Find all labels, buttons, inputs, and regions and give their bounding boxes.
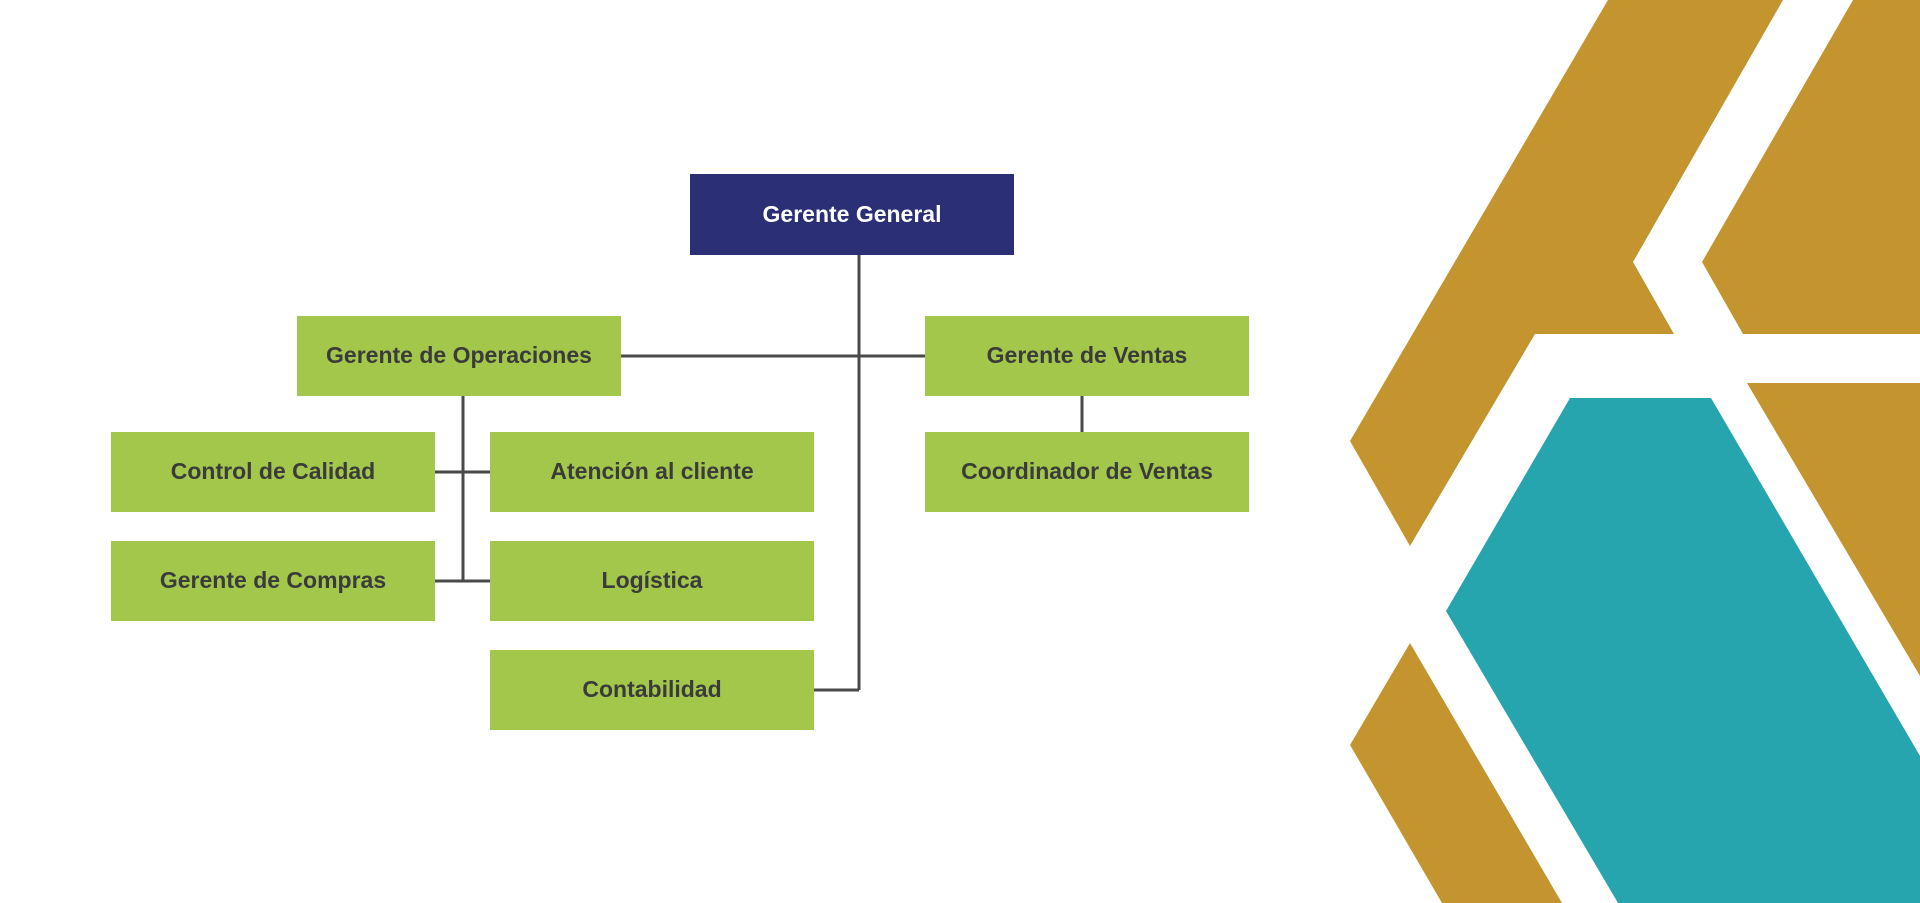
node-gerente-ventas: Gerente de Ventas bbox=[925, 316, 1249, 396]
decor-teal-hexagon bbox=[1446, 398, 1920, 903]
node-logistica: Logística bbox=[490, 541, 814, 621]
node-label: Coordinador de Ventas bbox=[961, 458, 1213, 485]
decor-gold-shape-top-right bbox=[1702, 0, 1920, 334]
node-gerente-compras: Gerente de Compras bbox=[111, 541, 435, 621]
node-coordinador-ventas: Coordinador de Ventas bbox=[925, 432, 1249, 512]
decor-gold-shape-bottom-left bbox=[1350, 643, 1562, 903]
node-label: Gerente de Operaciones bbox=[326, 342, 592, 369]
node-control-calidad: Control de Calidad bbox=[111, 432, 435, 512]
node-gerente-general: Gerente General bbox=[690, 174, 1014, 255]
node-label: Logística bbox=[601, 567, 703, 594]
node-label: Gerente de Ventas bbox=[986, 342, 1188, 369]
node-label: Control de Calidad bbox=[170, 458, 376, 485]
node-contabilidad: Contabilidad bbox=[490, 650, 814, 730]
decor-gold-shape-mid-right bbox=[1747, 383, 1920, 676]
node-gerente-operaciones: Gerente de Operaciones bbox=[297, 316, 621, 396]
node-label: Contabilidad bbox=[582, 676, 722, 703]
node-label: Gerente General bbox=[762, 200, 942, 227]
node-label: Atención al cliente bbox=[550, 458, 754, 485]
node-atencion-cliente: Atención al cliente bbox=[490, 432, 814, 512]
decor-gold-shape-large bbox=[1350, 0, 1783, 546]
node-label: Gerente de Compras bbox=[159, 567, 387, 594]
